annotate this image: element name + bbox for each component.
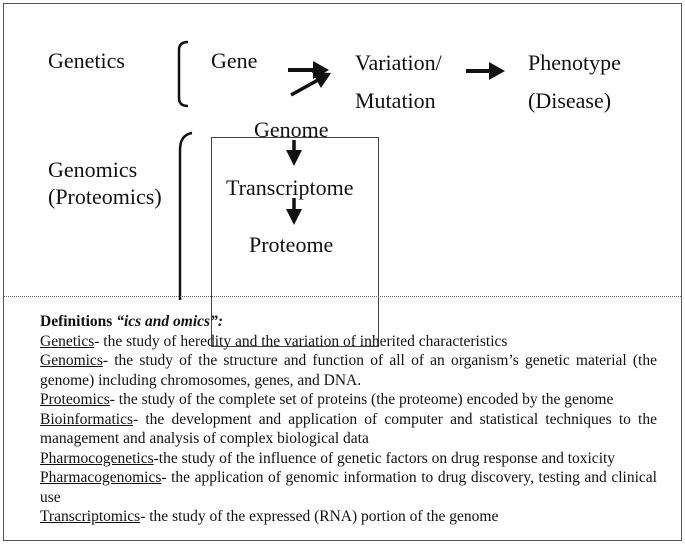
term: Bioinformatics bbox=[40, 410, 133, 428]
variation-label: Variation/ bbox=[355, 50, 442, 75]
proteomics-label: (Proteomics) bbox=[48, 184, 162, 209]
definitions-section: Definitions “ics and omics”: Genetics- t… bbox=[40, 312, 657, 527]
genomics-bracket bbox=[178, 131, 193, 300]
definition-pharmocogenetics: Pharmocogenetics-the study of the influe… bbox=[40, 449, 657, 469]
definition-text: - the study of the expressed (RNA) porti… bbox=[140, 508, 499, 525]
definition-genetics: Genetics- the study of heredity and the … bbox=[40, 332, 657, 352]
genome-label: Genome bbox=[254, 117, 329, 142]
section-divider bbox=[4, 296, 681, 297]
gene-label: Gene bbox=[211, 48, 258, 73]
transcriptome-label: Transcriptome bbox=[226, 175, 354, 200]
definition-transcriptomics: Transcriptomics- the study of the expres… bbox=[40, 507, 657, 527]
arrow-genomics-to-variation bbox=[290, 72, 331, 97]
diagram-arrows bbox=[177, 40, 505, 300]
definition-genomics: Genomics- the study of the structure and… bbox=[40, 351, 657, 390]
term: Pharmacogenomics bbox=[40, 469, 162, 486]
definition-text: - the development and application of com… bbox=[40, 410, 657, 448]
definition-bioinformatics: Bioinformatics- the development and appl… bbox=[40, 410, 657, 449]
phenotype-label: Phenotype bbox=[528, 50, 621, 75]
definition-text: - the study of heredity and the variatio… bbox=[94, 332, 508, 350]
term: Transcriptomics bbox=[40, 508, 141, 525]
genome-flow-box bbox=[211, 137, 379, 347]
definition-text: - the study of the structure and functio… bbox=[40, 352, 657, 389]
definitions-heading: Definitions “ics and omics”: bbox=[40, 313, 223, 330]
arrow-variation-to-phenotype bbox=[466, 62, 505, 80]
figure-frame bbox=[3, 3, 682, 541]
definition-text: - the study of the complete set of prote… bbox=[109, 391, 614, 408]
disease-label: (Disease) bbox=[528, 88, 612, 113]
proteome-label: Proteome bbox=[249, 232, 334, 257]
definition-proteomics: Proteomics- the study of the complete se… bbox=[40, 390, 657, 410]
arrow-genome-to-transcriptome bbox=[286, 140, 302, 166]
term: Genomics bbox=[40, 352, 103, 369]
genetics-label: Genetics bbox=[48, 48, 125, 73]
definition-text: -the study of the influence of genetic f… bbox=[153, 449, 616, 467]
mutation-label: Mutation bbox=[355, 88, 436, 113]
arrow-transcriptome-to-proteome bbox=[286, 198, 302, 225]
definition-text: - the application of genomic information… bbox=[40, 469, 657, 506]
definition-pharmacogenomics: Pharmacogenomics- the application of gen… bbox=[40, 468, 657, 507]
term: Proteomics bbox=[40, 391, 110, 408]
term: Genetics bbox=[40, 332, 95, 350]
genetics-bracket bbox=[177, 40, 189, 108]
genomics-label: Genomics bbox=[48, 157, 138, 182]
term: Pharmocogenetics bbox=[40, 449, 154, 467]
